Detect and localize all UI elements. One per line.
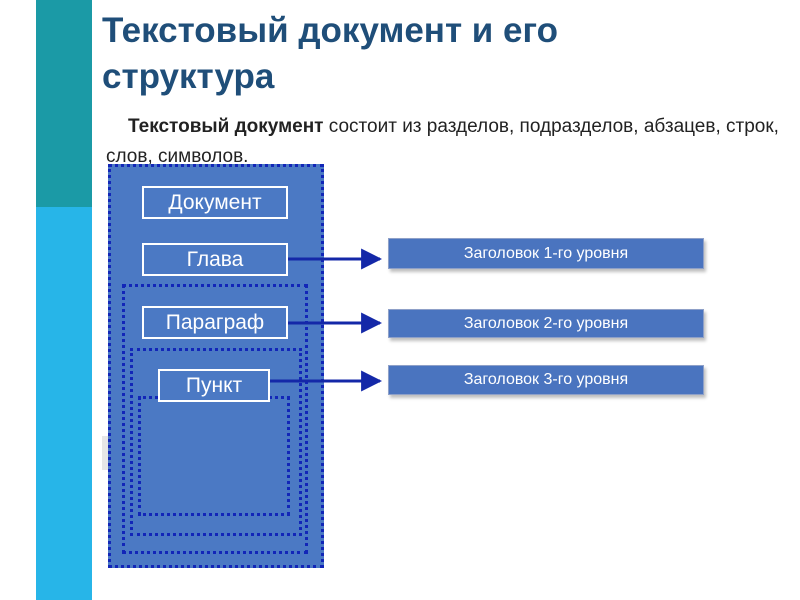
node-paragraph: Параграф	[142, 306, 288, 339]
heading-level-2-box: Заголовок 2-го уровня	[388, 309, 704, 338]
paragraph-frame	[130, 348, 302, 536]
item-frame	[138, 396, 290, 516]
node-chapter: Глава	[142, 243, 288, 276]
accent-bar-bottom	[36, 207, 92, 600]
slide-title: Текстовый документ и его структура	[102, 11, 559, 96]
heading-level-3-box: Заголовок 3-го уровня	[388, 365, 704, 395]
heading-level-1-box: Заголовок 1-го уровня	[388, 238, 704, 269]
node-item: Пункт	[158, 369, 270, 402]
intro-text: Текстовый документ состоит из разделов, …	[106, 112, 790, 172]
chapter-frame	[122, 284, 308, 554]
node-document: Документ	[142, 186, 288, 219]
panel-stub	[102, 436, 108, 470]
intro-rest: состоит из разделов, подразделов, абзаце…	[106, 116, 779, 167]
accent-bar-top	[36, 0, 92, 207]
intro-bold-term: Текстовый документ	[128, 116, 324, 137]
left-accent-bar	[36, 0, 92, 600]
document-structure-panel	[102, 164, 324, 568]
